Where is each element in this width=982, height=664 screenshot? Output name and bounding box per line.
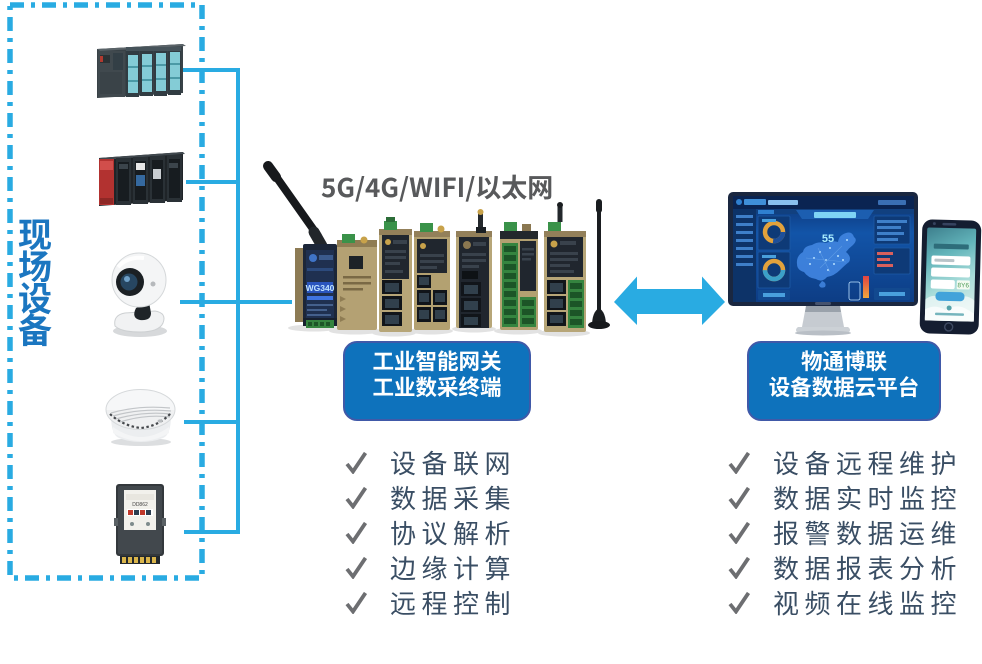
svg-text:WG340: WG340 bbox=[306, 283, 335, 293]
svg-text:55: 55 bbox=[822, 233, 834, 245]
svg-text:8Y6: 8Y6 bbox=[957, 282, 969, 289]
svg-text:DD862: DD862 bbox=[132, 502, 148, 508]
